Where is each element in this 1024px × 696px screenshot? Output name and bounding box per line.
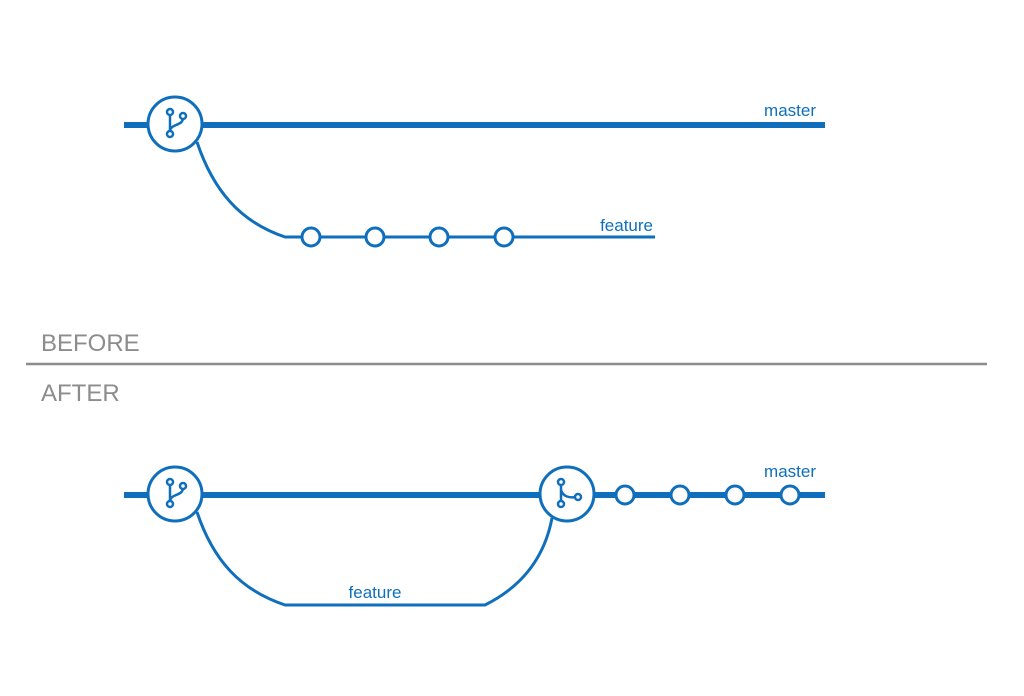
after-master-commit [669, 484, 691, 506]
after-feature-label: feature [349, 583, 402, 602]
after-feature-line [195, 511, 554, 607]
before-master-label: master [764, 101, 816, 120]
before-feature-line [195, 141, 655, 239]
before-diagram: master feature [124, 95, 825, 248]
before-feature-commit [364, 226, 386, 248]
branch-icon [165, 107, 188, 139]
before-feature-commit [493, 226, 515, 248]
branch-icon [165, 477, 188, 509]
after-diagram: master feature [124, 462, 825, 607]
before-feature-label: feature [600, 216, 653, 235]
after-merge-node [538, 465, 596, 523]
merge-icon [556, 477, 583, 509]
after-section-label: AFTER [41, 380, 120, 407]
after-master-commit [614, 484, 636, 506]
before-feature-commit [300, 226, 322, 248]
after-master-commit [724, 484, 746, 506]
before-section-label: BEFORE [41, 330, 140, 357]
before-branch-node [146, 95, 204, 153]
after-master-commit [779, 484, 801, 506]
before-feature-commit [428, 226, 450, 248]
after-master-label: master [764, 462, 816, 481]
after-branch-node [146, 465, 204, 523]
